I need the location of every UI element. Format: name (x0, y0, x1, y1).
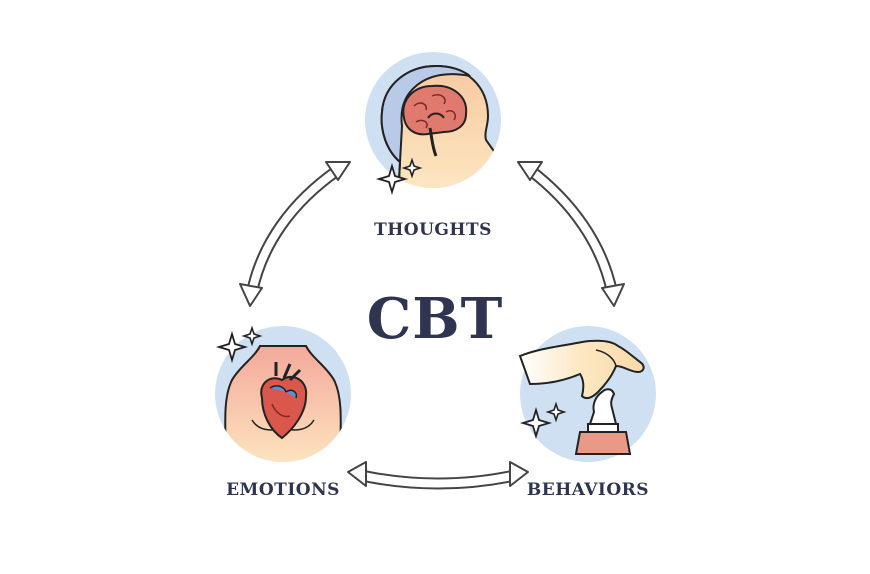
sparkle-icon (215, 330, 249, 364)
emotions-node-art (215, 325, 351, 462)
sparkle-icon (545, 401, 567, 423)
torso-heart-icon (224, 345, 342, 462)
thoughts-label: THOUGHTS (374, 220, 492, 240)
hand-chess-knight-icon (518, 339, 645, 455)
sparkle-icon (519, 406, 553, 440)
center-title: CBT (366, 286, 504, 352)
behaviors-label: BEHAVIORS (526, 480, 650, 500)
emotions-label: EMOTIONS (226, 480, 340, 500)
head-brain-icon (380, 64, 498, 188)
sparkle-icon (401, 157, 423, 179)
thoughts-node-art (365, 52, 501, 196)
double-arrow-emotions-thoughts (239, 161, 351, 307)
double-arrow-emotions-behaviors (347, 461, 529, 490)
sparkle-icon (375, 162, 409, 196)
double-arrow-thoughts-behaviors (517, 161, 625, 307)
sparkle-icon (241, 325, 263, 347)
behaviors-node-art (518, 326, 656, 462)
